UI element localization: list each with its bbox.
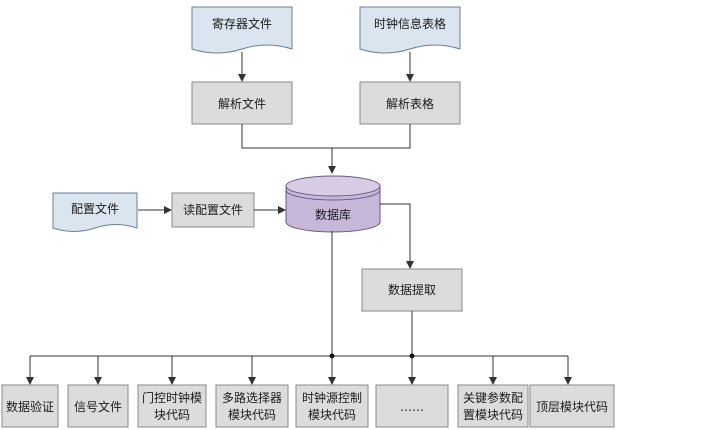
- read-config-box: 读配置文件: [171, 192, 255, 228]
- output-label: ……: [400, 400, 424, 414]
- clock-info-table-label: 时钟信息表格: [374, 16, 446, 31]
- output-label: 数据验证: [6, 399, 54, 414]
- database-label: 数据库: [315, 207, 351, 222]
- output-label-line2: 置模块代码: [463, 408, 523, 422]
- output-label-line2: 模块代码: [228, 408, 276, 422]
- output-label-line1: 门控时钟模: [142, 390, 202, 405]
- parse-merge-line: [241, 124, 411, 149]
- parse-table-box: 解析表格: [359, 81, 461, 125]
- clock-info-table-document: 时钟信息表格: [359, 6, 461, 54]
- output-label-line1: 多路选择器: [222, 390, 282, 405]
- data-extract-box: 数据提取: [361, 268, 463, 312]
- output-top-module: 顶层模块代码: [529, 384, 615, 428]
- register-file-document: 寄存器文件: [191, 6, 293, 54]
- output-key-params-module: 关键参数配 置模块代码: [457, 384, 529, 428]
- output-data-verification: 数据验证: [1, 384, 59, 428]
- output-label-line2: 模块代码: [308, 408, 356, 422]
- output-clock-source-module: 时钟源控制 模块代码: [295, 384, 369, 428]
- database-cylinder: 数据库: [285, 175, 381, 233]
- read-config-label: 读配置文件: [183, 202, 243, 217]
- config-file-label: 配置文件: [71, 201, 119, 216]
- arrow-database-to-extract: [380, 203, 414, 269]
- output-signal-file: 信号文件: [67, 384, 129, 428]
- output-label-line2: 块代码: [154, 408, 190, 422]
- parse-file-box: 解析文件: [191, 81, 293, 125]
- output-label: 顶层模块代码: [536, 400, 608, 414]
- output-label-line1: 关键参数配: [463, 390, 523, 405]
- output-label: 信号文件: [74, 399, 122, 414]
- register-file-label: 寄存器文件: [212, 16, 272, 31]
- parse-file-label: 解析文件: [218, 96, 266, 111]
- database-ring: [285, 189, 381, 201]
- parse-table-label: 解析表格: [386, 96, 434, 111]
- output-label-line1: 时钟源控制: [302, 390, 362, 405]
- data-extract-label: 数据提取: [388, 282, 436, 297]
- output-gated-clock-module: 门控时钟模 块代码: [137, 384, 207, 428]
- config-file-document: 配置文件: [52, 192, 138, 232]
- output-ellipsis: ……: [375, 384, 449, 428]
- database-body: [285, 185, 381, 233]
- output-mux-module: 多路选择器 模块代码: [215, 384, 289, 428]
- database-top: [285, 175, 381, 197]
